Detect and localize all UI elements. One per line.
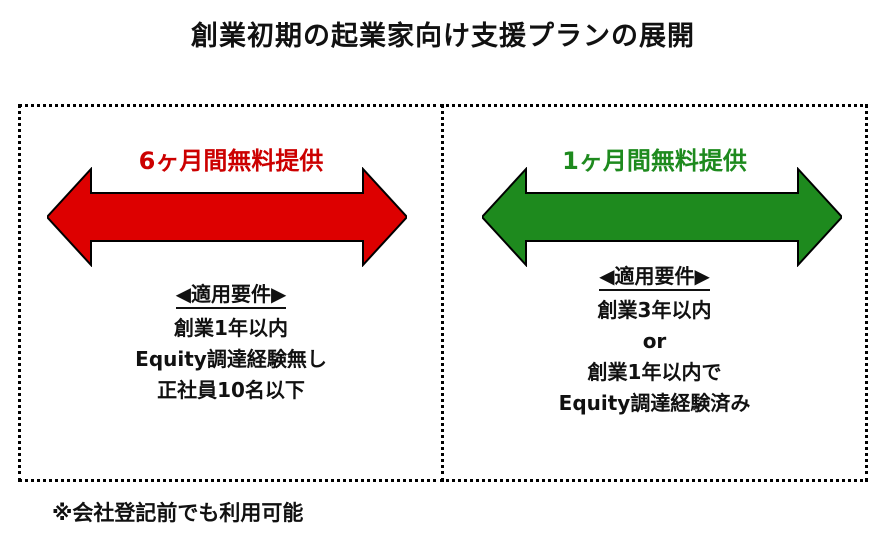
footnote: ※会社登記前でも利用可能 (52, 501, 304, 525)
requirements-block: ◀適用要件▶ 創業3年以内 or 創業1年以内で Equity調達経験済み (444, 261, 865, 419)
double-arrow-icon (482, 167, 842, 267)
double-arrow-icon (47, 167, 407, 267)
requirement-item: 創業1年以内 (174, 316, 288, 340)
plan-panel-one-month: 1ヶ月間無料提供 ◀適用要件▶ 創業3年以内 or 創業1年以内で Equity… (441, 104, 868, 482)
requirement-item: 正社員10名以下 (157, 378, 305, 402)
requirement-item: or (642, 329, 667, 353)
requirements-heading: ◀適用要件▶ (599, 264, 710, 291)
plan-panel-six-month: 6ヶ月間無料提供 ◀適用要件▶ 創業1年以内 Equity調達経験無し 正社員1… (18, 104, 444, 482)
requirements-block: ◀適用要件▶ 創業1年以内 Equity調達経験無し 正社員10名以下 (21, 279, 441, 406)
requirement-item: 創業3年以内 (597, 298, 712, 322)
requirement-item: Equity調達経験済み (558, 391, 751, 415)
requirement-item: 創業1年以内で (587, 360, 722, 384)
requirement-item: Equity調達経験無し (135, 347, 327, 371)
plan-label: 6ヶ月間無料提供 (138, 147, 324, 175)
plan-label: 1ヶ月間無料提供 (562, 147, 747, 175)
requirements-heading: ◀適用要件▶ (175, 282, 287, 309)
page-title: 創業初期の起業家向け支援プランの展開 (191, 21, 695, 52)
